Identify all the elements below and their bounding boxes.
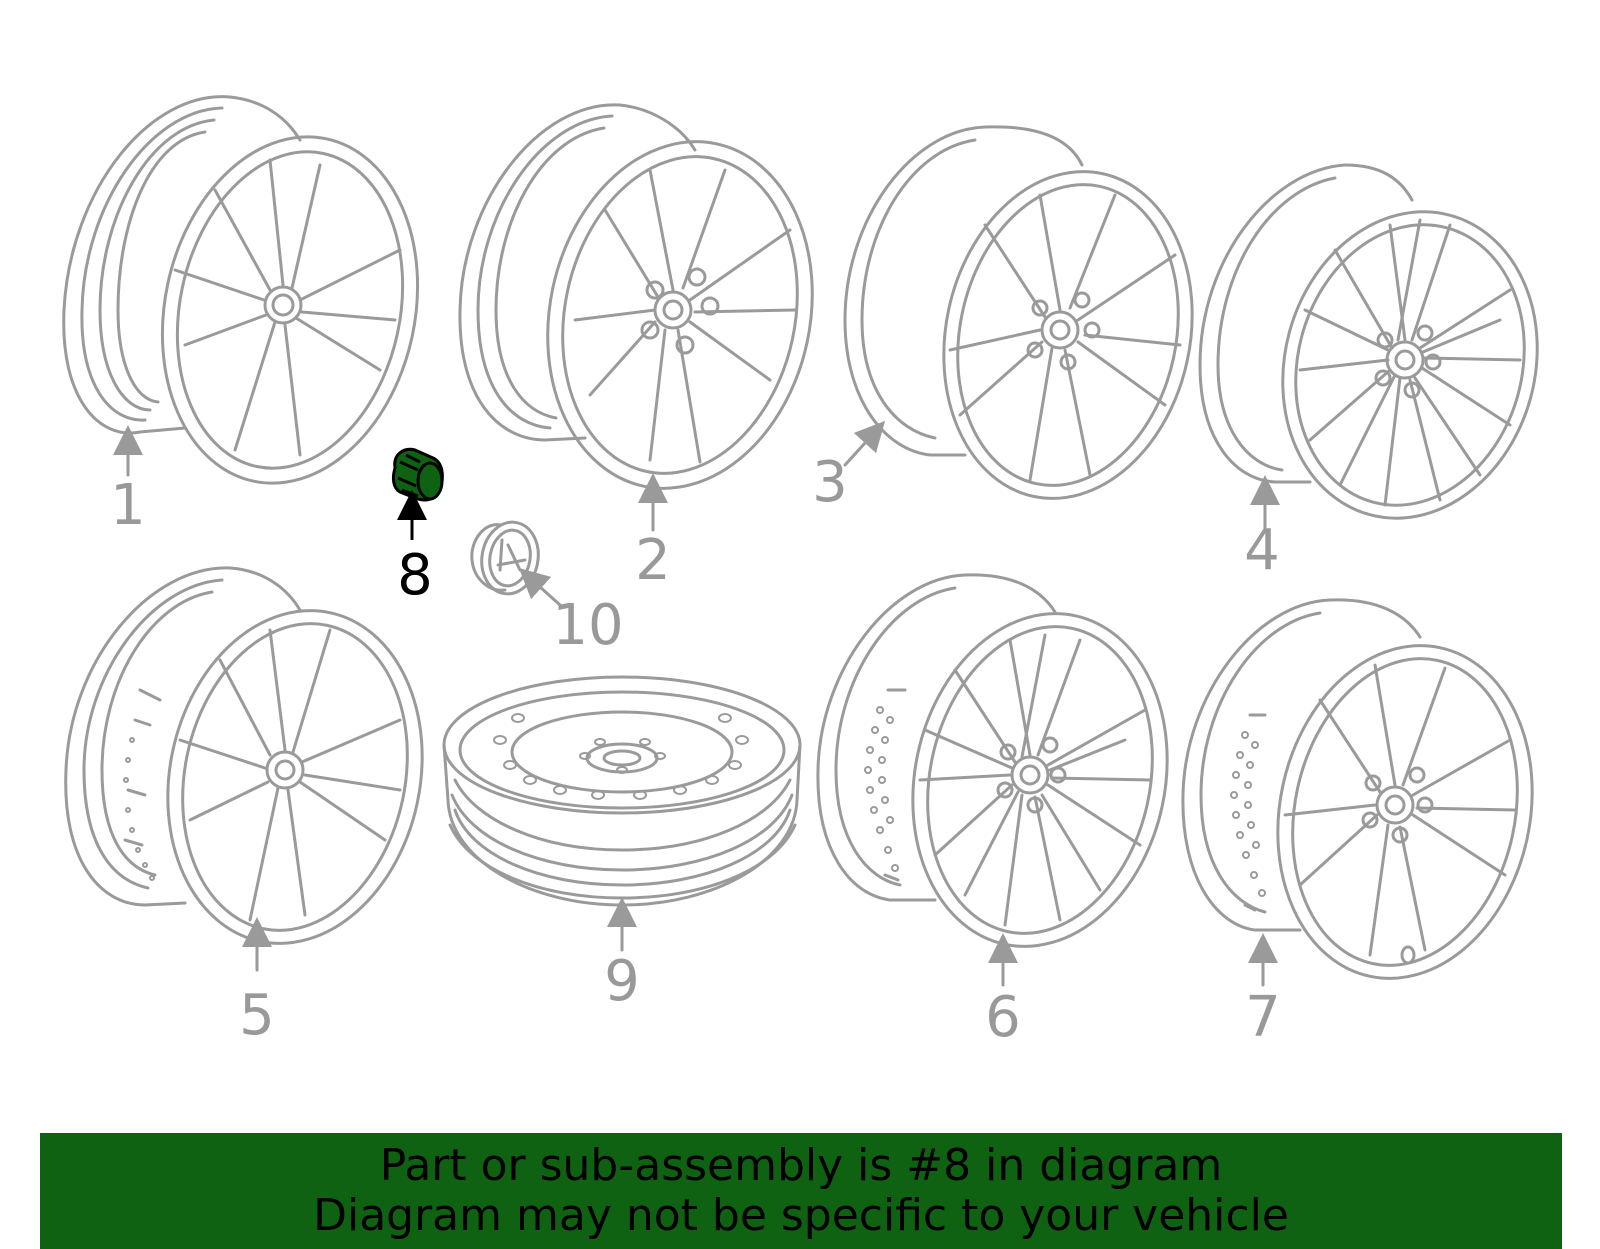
- callout-8[interactable]: 8: [397, 543, 433, 608]
- callout-3[interactable]: 3: [812, 450, 848, 515]
- banner-line-1: Part or sub-assembly is #8 in diagram: [379, 1140, 1223, 1191]
- wheel-3[interactable]: [843, 125, 1222, 522]
- callout-5[interactable]: 5: [239, 983, 275, 1048]
- wheel-6[interactable]: [816, 573, 1197, 987]
- callout-10[interactable]: 10: [552, 593, 624, 658]
- wheel-1[interactable]: [62, 95, 449, 508]
- wheel-5[interactable]: [64, 566, 452, 972]
- banner-line-2: Diagram may not be specific to your vehi…: [313, 1190, 1289, 1241]
- lug-nut-8[interactable]: [391, 447, 444, 540]
- wheel-9[interactable]: [442, 675, 802, 952]
- center-cap-10[interactable]: [470, 518, 562, 607]
- callout-1[interactable]: 1: [110, 473, 146, 538]
- callout-2[interactable]: 2: [635, 528, 671, 593]
- callout-7[interactable]: 7: [1245, 985, 1281, 1050]
- part-info-banner: Part or sub-assembly is #8 in diagram Di…: [40, 1133, 1562, 1249]
- callout-6[interactable]: 6: [985, 985, 1021, 1050]
- wheel-7[interactable]: [1181, 598, 1562, 1002]
- parts-diagram: [62, 95, 1571, 1002]
- wheel-4[interactable]: [1198, 163, 1571, 547]
- wheel-2[interactable]: [458, 103, 844, 532]
- callout-4[interactable]: 4: [1244, 518, 1280, 583]
- callout-9[interactable]: 9: [604, 949, 640, 1014]
